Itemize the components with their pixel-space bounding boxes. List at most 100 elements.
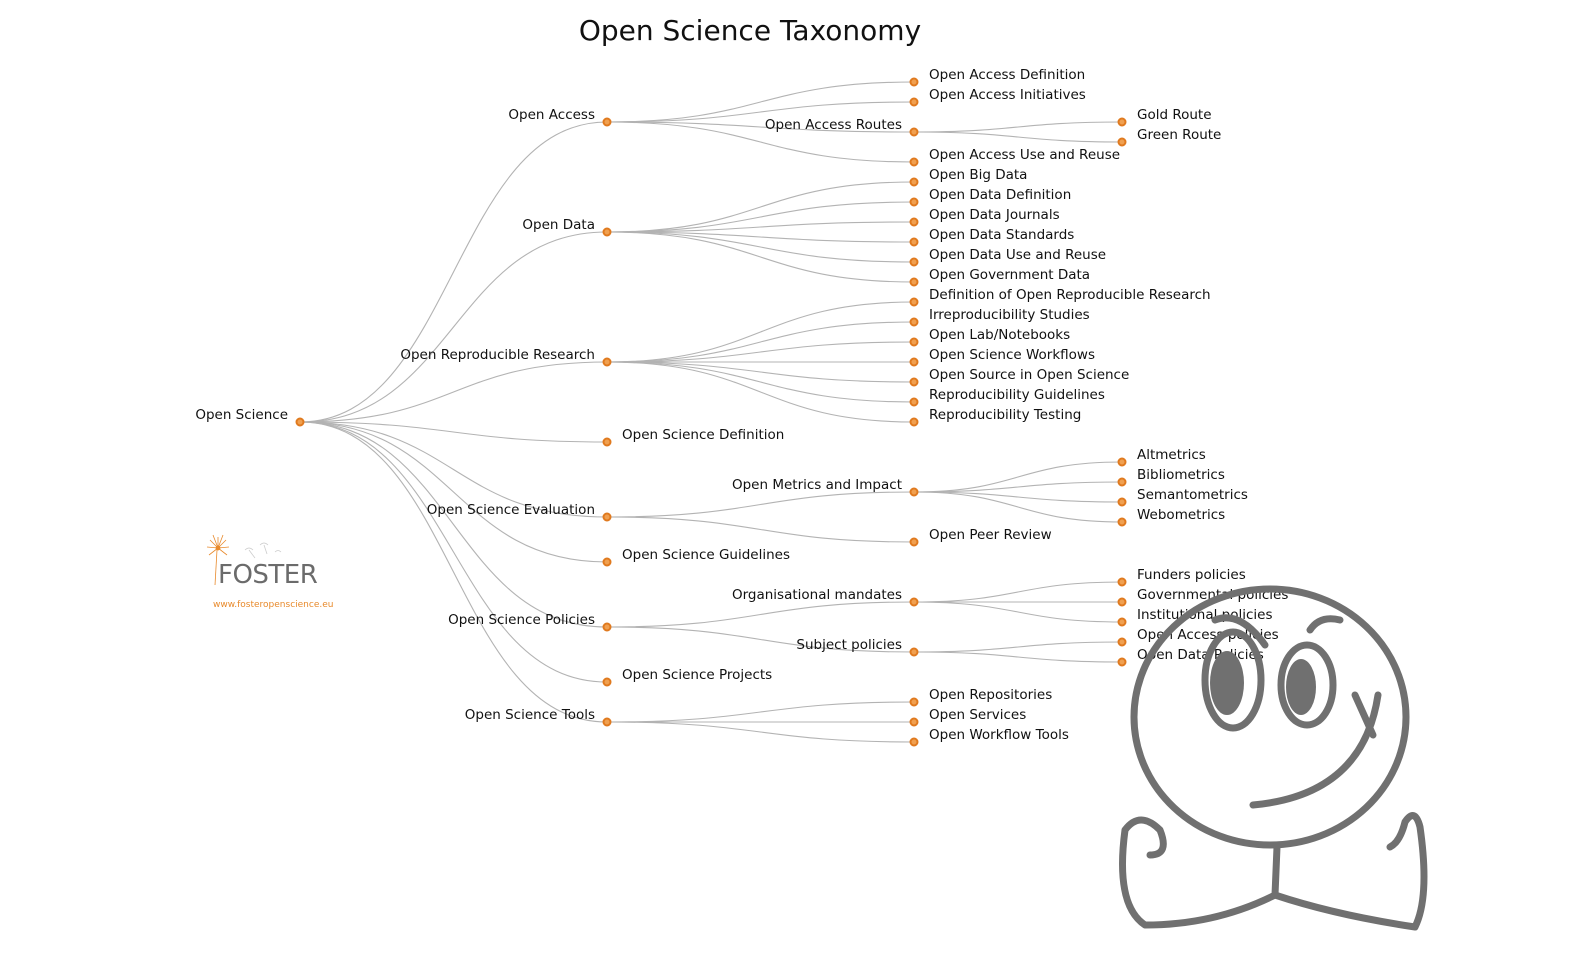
edge-open-access-to-open-access-routes xyxy=(606,121,915,133)
label-open-access: Open Access xyxy=(508,107,595,123)
node-open-access-routes[interactable] xyxy=(909,127,919,137)
node-open-services xyxy=(909,717,919,727)
edge-open-science-to-open-science-policies xyxy=(299,421,608,628)
node-open-access-policies xyxy=(1117,637,1127,647)
node-open-science-evaluation[interactable] xyxy=(602,512,612,522)
label-open-access-routes: Open Access Routes xyxy=(765,117,902,133)
label-open-lab-notebooks: Open Lab/Notebooks xyxy=(929,327,1070,343)
node-irreproducibility-studies xyxy=(909,317,919,327)
label-open-source-in-open-science: Open Source in Open Science xyxy=(929,367,1129,383)
edge-open-data-to-open-data-use-and-reuse xyxy=(606,231,915,263)
edge-open-data-to-open-data-journals xyxy=(606,221,915,233)
node-subject-policies[interactable] xyxy=(909,647,919,657)
node-organisational-mandates[interactable] xyxy=(909,597,919,607)
node-open-science-projects xyxy=(602,677,612,687)
node-reproducibility-testing xyxy=(909,417,919,427)
node-semantometrics xyxy=(1117,497,1127,507)
edge-open-science-to-open-data xyxy=(299,231,608,423)
edge-open-data-to-open-data-definition xyxy=(606,201,915,233)
edge-open-science-to-open-reproducible-research xyxy=(299,361,608,423)
label-webometrics: Webometrics xyxy=(1137,507,1225,523)
label-open-government-data: Open Government Data xyxy=(929,267,1090,283)
page-title: Open Science Taxonomy xyxy=(578,14,922,47)
edge-open-science-to-open-access xyxy=(299,121,608,423)
label-gold-route: Gold Route xyxy=(1137,107,1212,123)
edge-open-science-to-open-science-definition xyxy=(299,421,608,443)
node-open-source-in-open-science xyxy=(909,377,919,387)
label-open-big-data: Open Big Data xyxy=(929,167,1027,183)
label-funders-policies: Funders policies xyxy=(1137,567,1246,583)
label-open-repositories: Open Repositories xyxy=(929,687,1052,703)
label-open-metrics-and-impact: Open Metrics and Impact xyxy=(732,477,902,493)
edge-open-data-to-open-big-data xyxy=(606,181,915,233)
label-open-data-standards: Open Data Standards xyxy=(929,227,1074,243)
edge-open-reproducible-research-to-reproducibility-guidelines xyxy=(606,361,915,403)
edge-open-science-tools-to-open-repositories xyxy=(606,701,915,723)
edge-open-reproducible-research-to-open-lab-notebooks xyxy=(606,341,915,363)
edge-open-science-evaluation-to-open-peer-review xyxy=(606,516,915,543)
edge-open-data-to-open-government-data xyxy=(606,231,915,283)
label-semantometrics: Semantometrics xyxy=(1137,487,1248,503)
node-open-access-initiatives xyxy=(909,97,919,107)
node-open-data-use-and-reuse xyxy=(909,257,919,267)
label-open-access-definition: Open Access Definition xyxy=(929,67,1085,83)
label-open-science: Open Science xyxy=(195,407,288,423)
node-open-metrics-and-impact[interactable] xyxy=(909,487,919,497)
label-open-science-policies: Open Science Policies xyxy=(448,612,595,628)
node-open-science-definition xyxy=(602,437,612,447)
edge-open-metrics-and-impact-to-altmetrics xyxy=(913,461,1123,493)
node-open-access-use-and-reuse xyxy=(909,157,919,167)
label-open-science-evaluation: Open Science Evaluation xyxy=(427,502,595,518)
label-open-science-workflows: Open Science Workflows xyxy=(929,347,1095,363)
node-open-science-tools[interactable] xyxy=(602,717,612,727)
node-open-reproducible-research[interactable] xyxy=(602,357,612,367)
node-webometrics xyxy=(1117,517,1127,527)
node-open-lab-notebooks xyxy=(909,337,919,347)
label-open-access-use-and-reuse: Open Access Use and Reuse xyxy=(929,147,1120,163)
edge-open-reproducible-research-to-reproducibility-testing xyxy=(606,361,915,423)
edge-open-metrics-and-impact-to-semantometrics xyxy=(913,491,1123,503)
edge-open-science-to-open-science-tools xyxy=(299,421,608,723)
edge-subject-policies-to-open-data-policies xyxy=(913,651,1123,663)
edge-open-access-to-open-access-initiatives xyxy=(606,101,915,123)
logo-url: www.fosteropenscience.eu xyxy=(213,600,334,610)
node-funders-policies xyxy=(1117,577,1127,587)
node-open-government-data xyxy=(909,277,919,287)
label-open-workflow-tools: Open Workflow Tools xyxy=(929,727,1069,743)
node-green-route xyxy=(1117,137,1127,147)
edge-open-metrics-and-impact-to-webometrics xyxy=(913,491,1123,523)
node-open-science[interactable] xyxy=(295,417,305,427)
edge-subject-policies-to-open-access-policies xyxy=(913,641,1123,653)
edge-open-access-routes-to-green-route xyxy=(913,131,1123,143)
node-institutional-policies xyxy=(1117,617,1127,627)
dandelion-icon xyxy=(206,534,282,586)
node-open-repositories xyxy=(909,697,919,707)
label-organisational-mandates: Organisational mandates xyxy=(732,587,902,603)
node-open-data-policies xyxy=(1117,657,1127,667)
node-definition-of-open-reproducible-research xyxy=(909,297,919,307)
logo-wordmark: FOSTER xyxy=(218,560,318,590)
label-reproducibility-guidelines: Reproducibility Guidelines xyxy=(929,387,1105,403)
label-open-science-guidelines: Open Science Guidelines xyxy=(622,547,790,563)
edge-open-access-to-open-access-definition xyxy=(606,81,915,123)
label-open-science-tools: Open Science Tools xyxy=(465,707,595,723)
node-open-access[interactable] xyxy=(602,117,612,127)
node-open-big-data xyxy=(909,177,919,187)
label-open-data: Open Data xyxy=(522,217,595,233)
edge-open-science-to-open-science-guidelines xyxy=(299,421,608,563)
edge-open-reproducible-research-to-irreproducibility-studies xyxy=(606,321,915,363)
label-open-data-definition: Open Data Definition xyxy=(929,187,1071,203)
label-altmetrics: Altmetrics xyxy=(1137,447,1206,463)
edge-open-science-evaluation-to-open-metrics-and-impact xyxy=(606,491,915,518)
label-open-peer-review: Open Peer Review xyxy=(929,527,1052,543)
node-open-data[interactable] xyxy=(602,227,612,237)
smiley-mascot-icon xyxy=(1119,585,1428,931)
node-open-workflow-tools xyxy=(909,737,919,747)
label-open-access-initiatives: Open Access Initiatives xyxy=(929,87,1086,103)
label-open-data-use-and-reuse: Open Data Use and Reuse xyxy=(929,247,1106,263)
edge-open-data-to-open-data-standards xyxy=(606,231,915,243)
node-open-access-definition xyxy=(909,77,919,87)
node-open-science-policies[interactable] xyxy=(602,622,612,632)
edge-open-science-to-open-science-evaluation xyxy=(299,421,608,518)
